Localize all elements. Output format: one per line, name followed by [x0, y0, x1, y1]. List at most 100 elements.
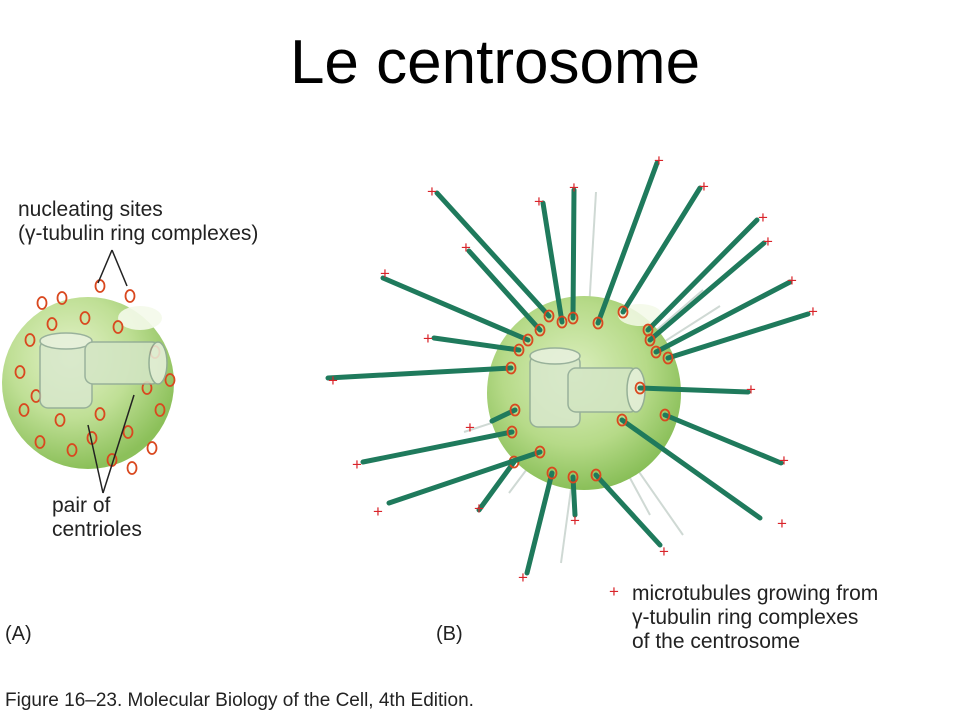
- nucleating-ring: [522, 333, 534, 347]
- plus-end-sign: +: [328, 371, 338, 390]
- nucleating-ring: [36, 296, 48, 310]
- nucleating-ring: [617, 305, 629, 319]
- microtubule: [619, 417, 763, 521]
- microtubule: [647, 240, 767, 343]
- nucleating-sites-label: nucleating sites: [18, 198, 163, 221]
- plus-end-sign: +: [787, 271, 797, 290]
- nucleating-ring: [659, 408, 671, 422]
- centrioles-label: centrioles: [52, 518, 142, 541]
- nucleating-ring: [513, 343, 525, 357]
- nucleating-ring: [546, 466, 558, 480]
- microtubules-label-line1: microtubules growing from: [632, 582, 879, 605]
- microtubule: [466, 248, 543, 333]
- nucleating-ring: [34, 435, 46, 449]
- nucleating-ring: [634, 381, 646, 395]
- centrosome-sphere-a: [2, 249, 176, 494]
- microtubule: [360, 429, 515, 465]
- figure-caption: Figure 16–23. Molecular Biology of the C…: [5, 690, 474, 711]
- centrosome-sphere-b: ++++++++++++++++++++++++: [325, 151, 818, 601]
- microtubule: [570, 187, 577, 321]
- nucleating-ring: [164, 373, 176, 387]
- pair-of-label: pair of: [52, 494, 111, 517]
- gamma-tubulin-ring-label: (γ-tubulin ring complexes): [18, 222, 259, 245]
- microtubule: [325, 365, 514, 381]
- plus-end-sign: +: [659, 542, 669, 561]
- nucleating-ring: [556, 315, 568, 329]
- nucleating-ring: [126, 461, 138, 475]
- nucleating-ring: [56, 291, 68, 305]
- plus-end-sign: +: [380, 264, 390, 283]
- nucleating-ring: [24, 333, 36, 347]
- plus-end-sign: +: [427, 182, 437, 201]
- nucleating-ring: [79, 311, 91, 325]
- nucleating-ring: [506, 425, 518, 439]
- nucleating-ring: [66, 443, 78, 457]
- plus-end-sign: +: [474, 499, 484, 518]
- plus-end-sign: +: [777, 514, 787, 533]
- plus-end-sign: +: [423, 329, 433, 348]
- microtubule: [595, 160, 660, 326]
- plus-end-sign: +: [763, 232, 773, 251]
- page-title: Le centrosome: [289, 28, 701, 97]
- nucleating-ring: [644, 333, 656, 347]
- plus-end-sign: +: [654, 151, 664, 170]
- centriole-a-2-end: [148, 341, 168, 385]
- nucleating-ring: [616, 413, 628, 427]
- nucleating-ring: [124, 289, 136, 303]
- nucleating-ring: [54, 413, 66, 427]
- plus-end-sign: +: [373, 502, 383, 521]
- nucleating-ring: [122, 425, 134, 439]
- microtubule: [524, 470, 555, 576]
- plus-end-sign: +: [746, 380, 756, 399]
- nucleating-ring: [543, 309, 555, 323]
- plus-end-sign: +: [779, 451, 789, 470]
- nucleating-ring: [46, 317, 58, 331]
- microtubule: [620, 185, 703, 315]
- nucleating-ring: [154, 403, 166, 417]
- centriole-a-1: [39, 339, 93, 409]
- plus-end-sign: +: [699, 177, 709, 196]
- nucleating-ring: [505, 361, 517, 375]
- plus-end-sign: +: [534, 192, 544, 211]
- microtubule: [662, 412, 784, 466]
- nucleating-ring: [567, 470, 579, 484]
- plus-end-sign: +: [352, 455, 362, 474]
- centriole-a-1-top: [39, 332, 93, 350]
- microtubules-b: ++++++++++++++++++++++++: [325, 151, 818, 601]
- nucleating-ring: [146, 441, 158, 455]
- nucleating-ring: [94, 279, 106, 293]
- nucleating-ring: [14, 365, 26, 379]
- nucleating-ring: [650, 345, 662, 359]
- microtubule: [434, 190, 552, 319]
- plus-end-sign: +: [758, 208, 768, 227]
- nucleating-ring: [567, 311, 579, 325]
- sphere-b-highlight: [618, 304, 662, 326]
- nucleating-ring: [662, 351, 674, 365]
- plus-end-sign: +: [569, 178, 579, 197]
- microtubule: [653, 279, 793, 355]
- microtubule: [476, 459, 517, 513]
- microtubules-label-line3: of the centrosome: [632, 630, 801, 653]
- nucleating-ring: [94, 407, 106, 421]
- nucleating-ring: [509, 403, 521, 417]
- microtubule: [431, 335, 522, 353]
- plus-end-sign: +: [518, 568, 528, 587]
- nucleating-ring: [534, 445, 546, 459]
- nucleating-ring: [590, 468, 602, 482]
- nucleating-ring: [18, 403, 30, 417]
- nucleating-ring: [592, 316, 604, 330]
- pointer-lines-a: [87, 249, 135, 494]
- nucleating-ring: [112, 320, 124, 334]
- centriole-b-1-top: [529, 347, 581, 365]
- centrioles-b: [529, 347, 646, 428]
- microtubules-label-line2: γ-tubulin ring complexes: [632, 606, 859, 629]
- panel-b-label: (B): [436, 623, 463, 645]
- plus-end-sign: +: [808, 302, 818, 321]
- plus-end-sign: +: [465, 418, 475, 437]
- microtubule: [593, 472, 663, 548]
- microtubule: [380, 275, 531, 343]
- centrioles-a: [39, 332, 168, 409]
- plus-end-sign: +: [609, 582, 619, 601]
- sphere-a-highlight: [118, 306, 162, 330]
